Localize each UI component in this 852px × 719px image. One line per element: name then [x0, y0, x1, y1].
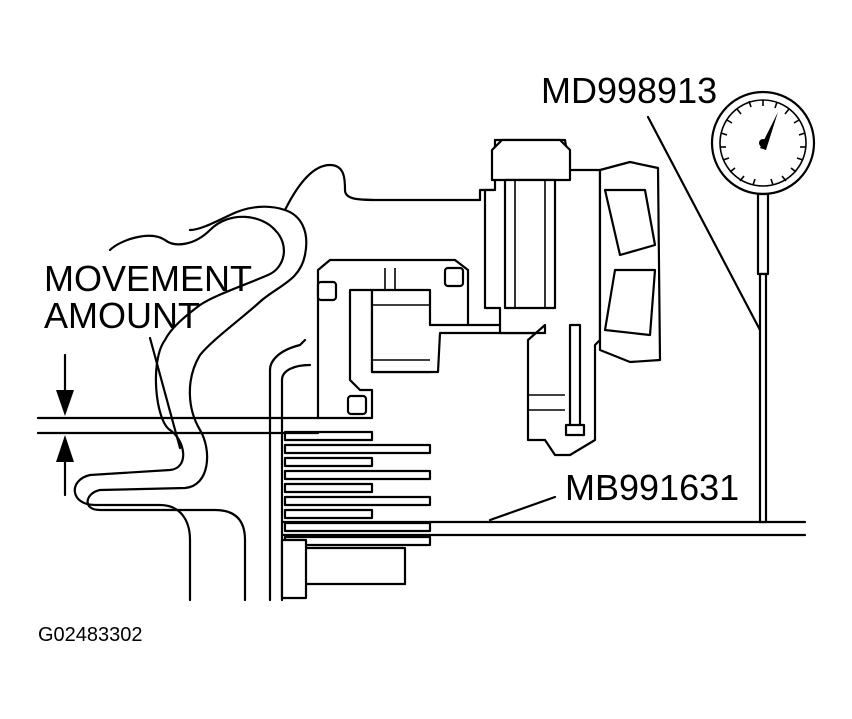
inner-wall — [268, 338, 307, 602]
movement-label-line2: AMOUNT — [44, 295, 200, 336]
base-tool-leader — [488, 495, 557, 522]
housing-outline — [73, 215, 285, 602]
movement-arrow-down — [56, 353, 74, 416]
bearing-roller-lower — [603, 268, 657, 337]
dial-gauge — [710, 90, 816, 524]
figure-id: G02483302 — [38, 624, 143, 646]
seal-lower — [346, 394, 368, 416]
movement-arrow-up — [56, 435, 74, 497]
dial-gauge-part-label: MD998913 — [541, 70, 717, 111]
movement-label-line1: MOVEMENT — [44, 258, 252, 299]
snap-pin-head — [564, 423, 586, 437]
base-tool-bar — [280, 520, 807, 537]
clutch-pack — [280, 430, 432, 600]
bearing-roller-upper — [603, 188, 657, 257]
base-tool-part-label: MB991631 — [565, 467, 739, 508]
dial-ticks — [720, 100, 806, 186]
piston-seal-left — [316, 280, 338, 302]
piston-seal-right — [443, 266, 465, 288]
snap-pin — [568, 323, 582, 432]
inner-wall-2 — [280, 363, 312, 602]
bolt-shank — [503, 178, 557, 310]
housing-outline-inner — [86, 163, 502, 602]
dial-gauge-leader — [646, 115, 762, 332]
bolt-head — [490, 138, 572, 182]
movement-leader — [148, 336, 182, 450]
